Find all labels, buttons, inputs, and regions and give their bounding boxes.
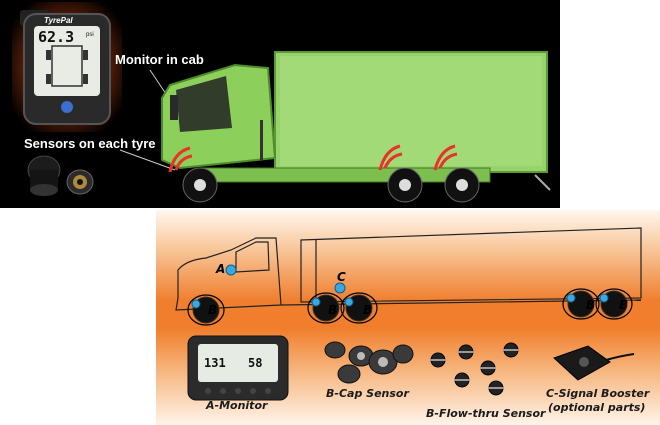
- monitor-brand: TyrePal: [44, 16, 73, 25]
- monitor-reading: 62.3: [38, 28, 75, 46]
- marker-b-drive-2: B: [363, 303, 373, 317]
- label-b-flow-thru-sensor: B-Flow-thru Sensor: [426, 407, 546, 420]
- top-panel: TyrePal 62.3 psi Monitor in cab Sensors …: [0, 0, 560, 208]
- monitor-unit: psi: [86, 32, 94, 38]
- a-monitor-display-left: 131: [204, 356, 226, 370]
- label-optional-parts: (optional parts): [548, 401, 646, 414]
- label-c-signal-booster: C-Signal Booster: [546, 387, 650, 400]
- b-cap-sensor-group: [324, 341, 414, 384]
- a-monitor-display-right: 58: [248, 356, 263, 370]
- label-sensors-each-tyre: Sensors on each tyre: [24, 136, 156, 151]
- marker-b-front: B: [208, 303, 218, 317]
- label-a-monitor: A-Monitor: [206, 399, 268, 412]
- marker-a: A: [216, 262, 226, 276]
- a-monitor-device: [187, 335, 289, 401]
- label-b-cap-sensor: B-Cap Sensor: [326, 387, 409, 400]
- marker-b-trailer-2: B: [619, 298, 629, 312]
- cap-sensor-pair: [27, 155, 94, 196]
- truck-illustration: [161, 51, 551, 203]
- bottom-panel: A C B B B B B 131 58 A-M: [156, 210, 660, 425]
- truck-outline: [175, 227, 642, 326]
- c-signal-booster: [553, 345, 635, 381]
- monitor-device: [12, 2, 122, 132]
- marker-b-trailer-1: B: [586, 298, 596, 312]
- marker-c: C: [337, 270, 346, 284]
- b-flow-thru-sensor-group: [430, 342, 519, 396]
- label-monitor-in-cab: Monitor in cab: [115, 52, 204, 67]
- marker-b-drive-1: B: [328, 303, 338, 317]
